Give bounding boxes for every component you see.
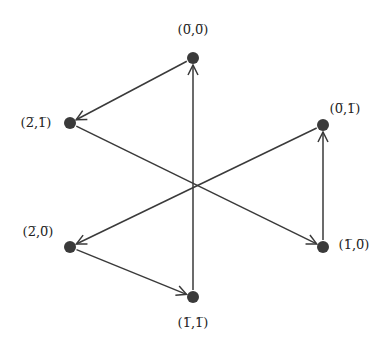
vertex-dot: (1̅,0̅) xyxy=(317,241,329,253)
vertex-dot: (2̅,1̅) xyxy=(64,117,76,129)
vertex-dot: (1̅,1̅) xyxy=(187,291,199,303)
arrow-connector xyxy=(322,132,324,240)
arrow-connector xyxy=(192,65,194,290)
vertex-dot: (0̅,0̅) xyxy=(187,52,199,64)
vertex-label: (1̅,1̅) xyxy=(177,315,210,332)
vertex-dot: (0̅,1̅) xyxy=(317,119,329,131)
vertex-label: (1̅,0̅) xyxy=(338,237,371,254)
vertex-label: (0̅,0̅) xyxy=(177,22,210,39)
arrow-connector xyxy=(76,128,316,244)
vertex-label: (2̅,0̅) xyxy=(22,224,55,241)
arrow-connector xyxy=(76,250,186,295)
vertex-label: (2̅,1̅) xyxy=(20,115,53,132)
arrow-connector xyxy=(76,126,316,244)
vertex-dot: (2̅,0̅) xyxy=(64,241,76,253)
vertex-label: (0̅,1̅) xyxy=(329,101,362,118)
arrow-connector xyxy=(76,61,187,119)
